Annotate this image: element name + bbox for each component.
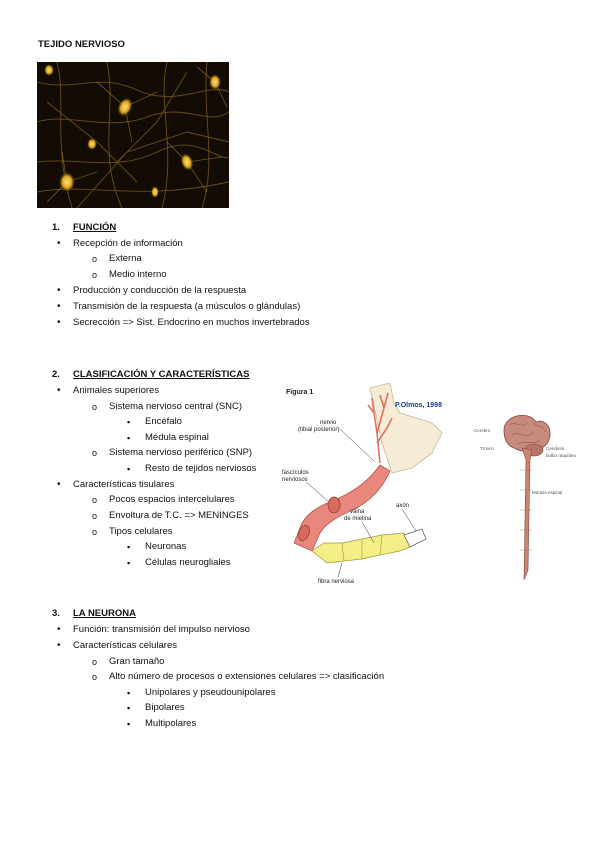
- list-item: Animales superiores: [57, 385, 159, 397]
- document-title: TEJIDO NERVIOSO: [38, 39, 125, 50]
- list-item: Sistema nervioso central (SNC): [92, 401, 242, 413]
- cerebro-label: Cerebro: [474, 428, 491, 433]
- list-item: Bipolares: [127, 702, 184, 714]
- neuron-micrograph: [37, 62, 229, 208]
- medula-label: Médula espinal: [532, 490, 562, 495]
- cerebelo-label: Cerebelo: [546, 446, 565, 451]
- list-item: Función: transmisión del impulso nervios…: [57, 624, 250, 636]
- list-item: Externa: [92, 253, 142, 265]
- section-3-heading: LA NEURONA: [73, 608, 136, 619]
- list-item: Encéfalo: [127, 416, 182, 428]
- list-item: Producción y conducción de la respuesta: [57, 285, 246, 297]
- nerviosos-label: nerviosos: [282, 477, 308, 483]
- list-item: Sistema nervioso periférico (SNP): [92, 447, 252, 459]
- list-item: Pocos espacios intercelulares: [92, 494, 235, 506]
- list-item: Recepción de información: [57, 238, 183, 250]
- list-item: Neuronas: [127, 541, 186, 553]
- figure-credit: P.Olmos, 1998: [395, 402, 442, 409]
- list-item: Secrección => Sist. Endocrino en muchos …: [57, 317, 310, 329]
- section-3-number: 3.: [52, 608, 60, 619]
- demielina-label: de mielina: [344, 516, 372, 522]
- fibra-label: fibra nerviosa: [318, 579, 355, 585]
- list-item: Características tisulares: [57, 479, 174, 491]
- list-item: Alto número de procesos o extensiones ce…: [92, 671, 384, 683]
- list-item: Medio interno: [92, 269, 166, 281]
- list-item: Características celulares: [57, 640, 177, 652]
- nerve-structure-figure: Figura 1 P.Olmos, 1998 nervio (tibial po…: [282, 383, 443, 585]
- list-item: Gran tamaño: [92, 656, 165, 668]
- list-item: Envoltura de T.C. => MENINGES: [92, 510, 249, 522]
- list-item: Unipolares y pseudounipolares: [127, 687, 276, 699]
- vaina-label: vaina: [350, 509, 365, 515]
- list-item: Transmisión de la respuesta (a músculos …: [57, 301, 300, 313]
- section-2-heading: CLASIFICACIÓN Y CARACTERÍSTICAS: [73, 369, 250, 380]
- figure-caption: Figura 1: [286, 389, 313, 396]
- list-item: Tipos celulares: [92, 526, 172, 538]
- fasciculos-label: fascículos: [282, 470, 309, 476]
- list-item: Multipolares: [127, 718, 196, 730]
- bulbo-label: bulbo raquídeo: [546, 453, 577, 458]
- list-item: Células neurogliales: [127, 557, 230, 569]
- section-1-heading: FUNCIÓN: [73, 222, 117, 233]
- brain-spinal-cord-figure: Cerebro Tronco Cerebelo bulbo raquídeo M…: [474, 414, 577, 581]
- axon-label: axón: [396, 503, 409, 509]
- list-item: Resto de tejidos nerviosos: [127, 463, 256, 475]
- list-item: Médula espinal: [127, 432, 209, 444]
- section-2-number: 2.: [52, 369, 60, 380]
- tibial-label: (tibial posterior): [298, 427, 339, 433]
- tronco-label: Tronco: [480, 446, 494, 451]
- nervio-label: nervio: [320, 420, 337, 426]
- section-1-number: 1.: [52, 222, 60, 233]
